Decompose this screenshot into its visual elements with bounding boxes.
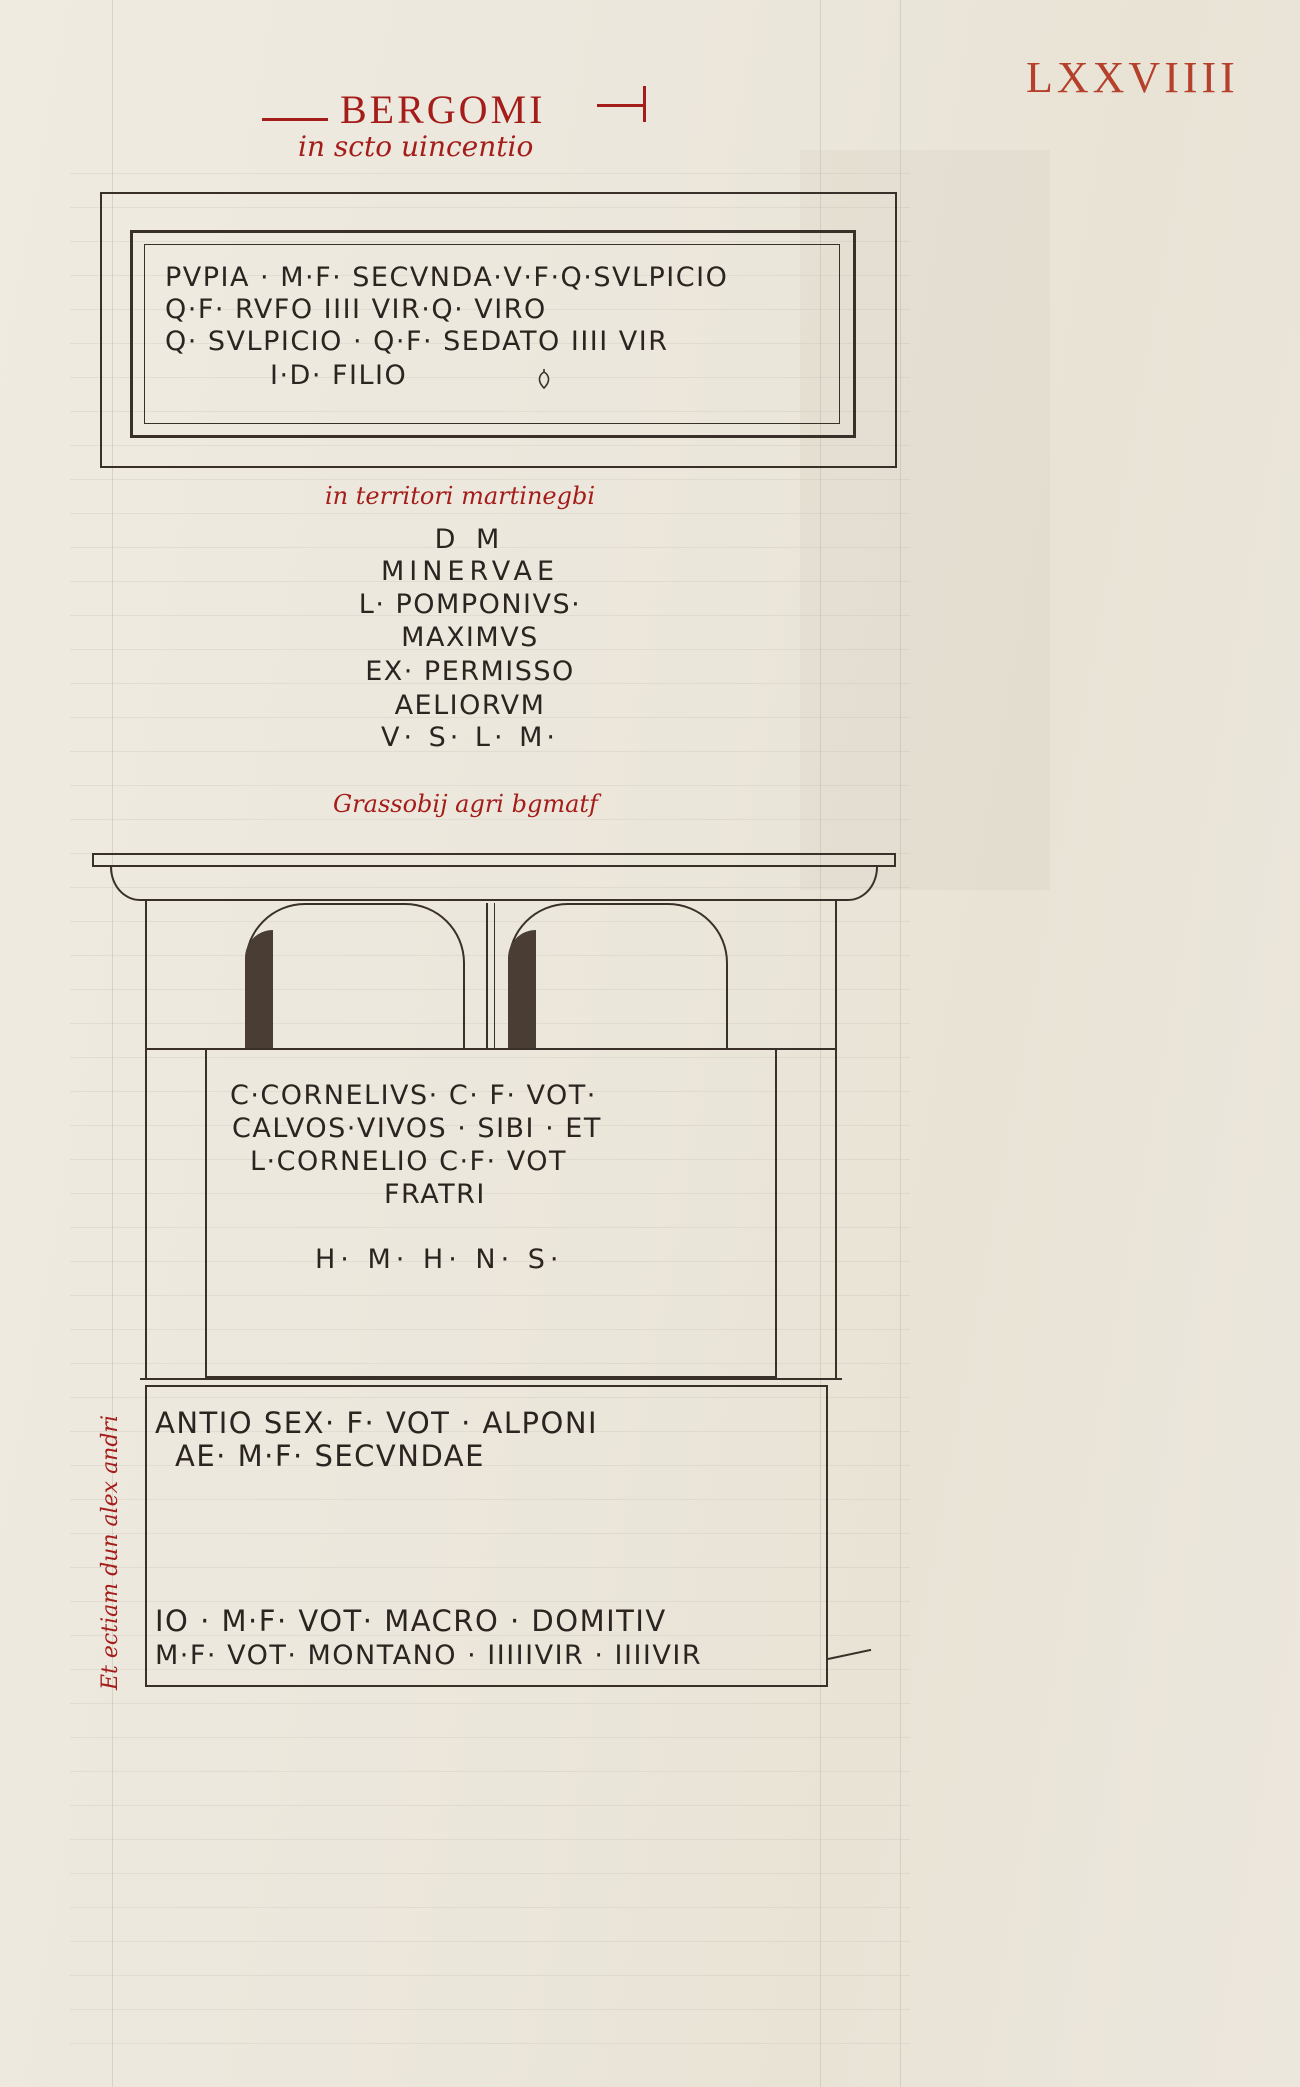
inscription-3-line-2: CALVOS·VIVOS · SIBI · ET — [232, 1113, 602, 1144]
bleed-through-text-area — [800, 150, 1050, 890]
monument-arch-left — [245, 903, 465, 1048]
monument-cornice-molding — [110, 867, 878, 901]
inscription-4-frame — [145, 1385, 828, 1687]
ruling-line-left — [112, 0, 113, 2087]
inscription-2-line-7: V· S· L· M· — [380, 722, 560, 753]
ruling-line-inner — [820, 0, 821, 2087]
inscription-3-footer: H· M· H· N· S· — [315, 1244, 564, 1275]
inscription-2-line-6: AELIORVM — [394, 690, 546, 721]
inscription-1-line-4: I·D· FILIO — [270, 360, 408, 391]
inscription-2-line-1: D M — [434, 524, 506, 555]
monument-arch-right-shade — [508, 930, 536, 1048]
inscription-2-line-3: L· POMPONIVS· — [358, 589, 582, 620]
inscription-4-line-2: AE· M·F· SECVNDAE — [175, 1439, 485, 1473]
rubric-grassobij: Grassobij agri bgmatf — [333, 790, 598, 818]
margin-note: Et ectiam dun alex andri — [98, 1415, 123, 1690]
inscription-4-line-1: ANTIO SEX· F· VOT · ALPONI — [155, 1406, 599, 1440]
rubric-territori: in territori martinegbi — [325, 482, 596, 510]
ruling-line-right — [900, 0, 901, 2087]
monument-cornice — [92, 853, 896, 867]
inscription-1-line-1: PVPIA · M·F· SECVNDA·V·F·Q·SVLPICIO — [165, 262, 729, 293]
monument-plinth-line — [140, 1378, 842, 1380]
inscription-3-line-1: C·CORNELIVS· C· F· VOT· — [230, 1080, 597, 1111]
inscription-3-line-3: L·CORNELIO C·F· VOT — [250, 1146, 567, 1177]
inscription-2-line-2: MINERVAE — [380, 556, 560, 587]
folio-number: LXXVIIII — [1026, 53, 1239, 102]
inscription-1-inner-frame — [130, 230, 856, 438]
page-ruling — [70, 140, 910, 2070]
inscription-4-line-3: IO · M·F· VOT· MACRO · DOMITIV — [155, 1604, 667, 1638]
inscription-1-line-2: Q·F· RVFO IIII VIR·Q· VIRO — [165, 294, 547, 325]
monument-upper-body — [145, 900, 837, 1048]
heading-flourish-right — [597, 104, 645, 107]
inscription-1-inner-bevel — [144, 244, 840, 424]
hedera-leaf-icon — [538, 369, 550, 390]
page-title: BERGOMI — [340, 87, 546, 132]
monument-die-border-top — [145, 1048, 837, 1050]
monument-arch-left-shade — [245, 930, 273, 1048]
heading-subtitle: in scto uincentio — [298, 130, 534, 163]
inscription-2-line-4: MAXIMVS — [401, 622, 539, 653]
inscription-2-line-5: EX· PERMISSO — [365, 656, 575, 687]
monument-arch-right — [508, 903, 728, 1048]
monument-center-pillar — [486, 903, 488, 1048]
monument-center-pillar-2 — [494, 903, 495, 1048]
heading-flourish-left — [262, 118, 328, 121]
inscription-1-line-3: Q· SVLPICIO · Q·F· SEDATO IIII VIR — [165, 326, 669, 357]
monument-die-sides — [145, 1050, 837, 1378]
inscription-4-line-4: M·F· VOT· MONTANO · IIIIIVIR · IIIIVIR — [155, 1640, 703, 1671]
inscription-3-line-4: FRATRI — [384, 1179, 486, 1210]
inscription-1-outer-frame — [100, 192, 897, 468]
heading-bar-right — [643, 86, 646, 122]
monument-die — [205, 1050, 777, 1378]
